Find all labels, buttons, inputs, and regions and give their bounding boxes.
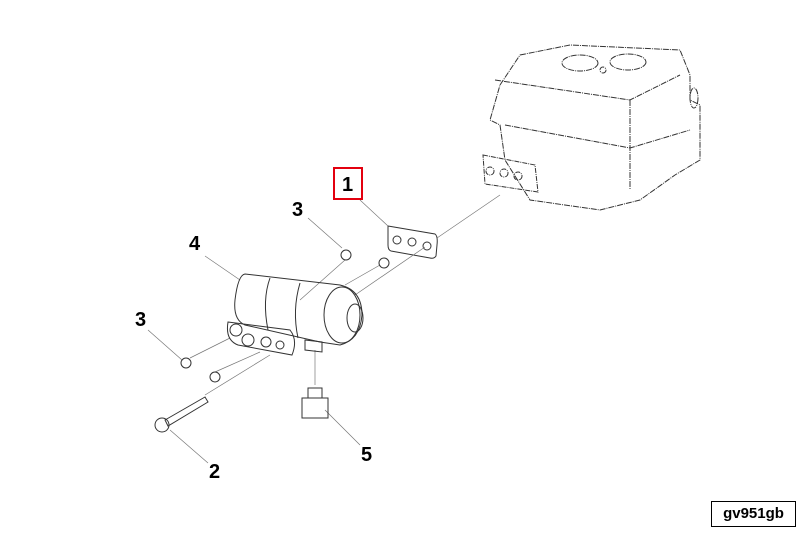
mounting-block [482,154,539,193]
gasket [387,225,438,259]
selected-callout-highlight [333,167,363,200]
callout-3-upper[interactable]: 3 [292,199,304,221]
callout-3-lower[interactable]: 3 [135,309,147,331]
bolt-part-2 [154,396,209,433]
leader-lines [147,194,501,464]
nut-part-3-lower [180,357,221,383]
drawing-code-label: gv951gb [711,501,796,527]
callout-4[interactable]: 4 [189,233,201,255]
callout-2[interactable]: 2 [209,461,221,483]
valve-body-part-4 [227,273,364,356]
callout-1[interactable]: 1 [342,174,354,196]
fitting-part-5 [301,387,329,419]
callout-5[interactable]: 5 [361,444,373,466]
valve-housing-assembly [489,44,701,211]
nut-part-3-upper [340,249,390,269]
